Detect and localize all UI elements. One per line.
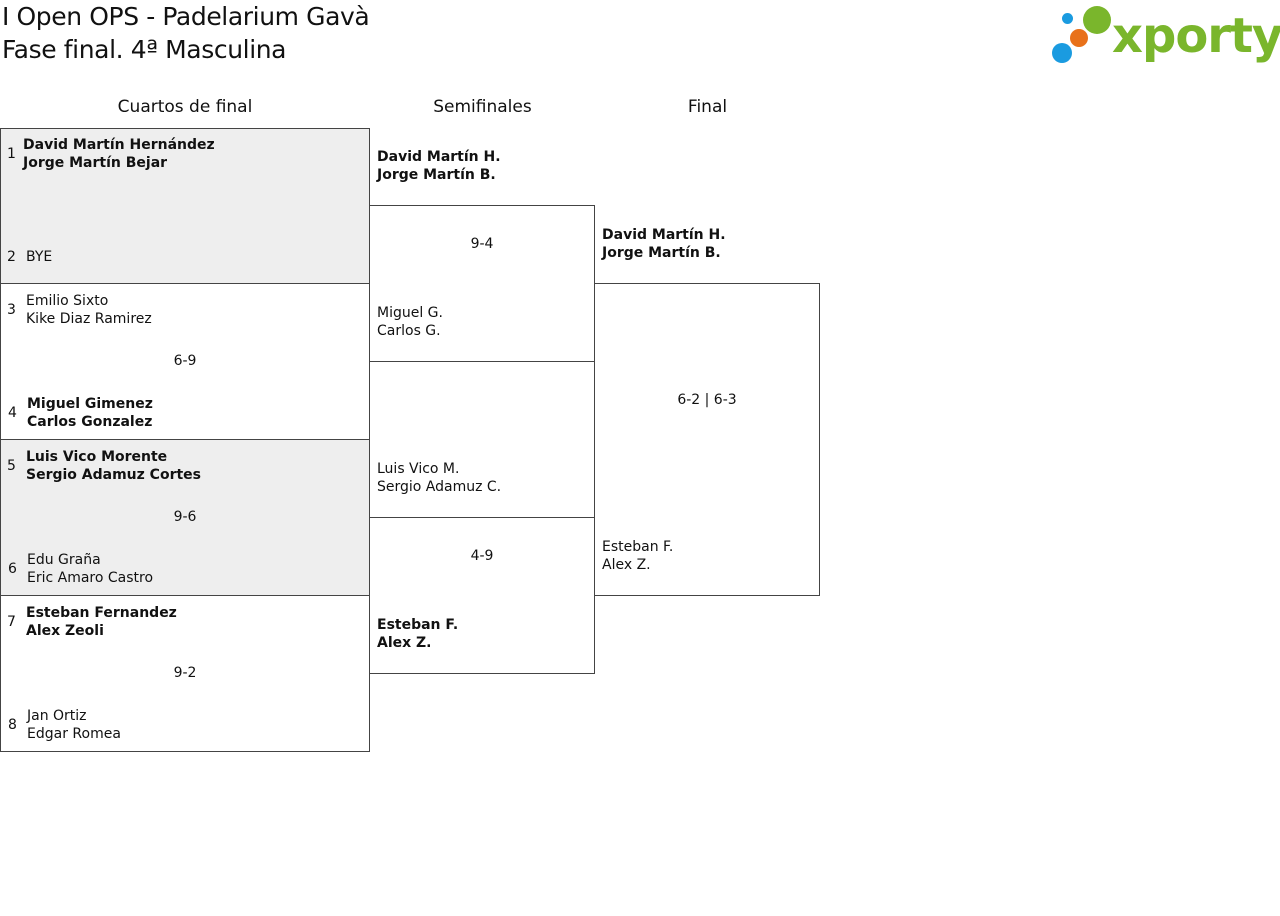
player-name: Sergio Adamuz Cortes [26,467,201,483]
final-score: 6-2 | 6-3 [677,392,737,408]
seed-number: 3 [7,302,16,318]
match-score: 9-4 [470,236,494,252]
player-name: David Martín H. [377,149,501,165]
match-score: 9-2 [173,665,197,681]
tournament-title: I Open OPS - Padelarium Gavà [2,2,370,31]
player-name: Alex Z. [602,557,651,573]
team-entry[interactable]: Miguel G. Carlos G. [377,304,443,340]
team-entry[interactable]: Jan Ortiz Edgar Romea [27,707,121,743]
player-name: Jorge Martín B. [377,167,496,183]
player-name: Alex Zeoli [26,623,104,639]
round-heading-final: Final [687,97,728,117]
player-name: Edgar Romea [27,726,121,742]
quarterfinal-match-1[interactable] [0,128,370,284]
player-name: Luis Vico M. [377,461,460,477]
team-entry-winner[interactable]: Luis Vico Morente Sergio Adamuz Cortes [26,448,201,484]
seed-number: 7 [7,614,16,630]
player-name: Luis Vico Morente [26,449,168,465]
seed-number: 5 [7,458,16,474]
player-name: Esteban F. [377,617,459,633]
logo-dot-blue-small-icon [1062,13,1073,24]
team-entry[interactable]: Esteban F. Alex Z. [602,538,673,574]
player-name: David Martín H. [602,227,726,243]
team-entry-winner[interactable]: David Martín H. Jorge Martín B. [377,148,501,184]
team-entry-winner[interactable]: David Martín H. Jorge Martín B. [602,226,726,262]
seed-number: 4 [8,405,17,421]
team-entry-winner[interactable]: Miguel Gimenez Carlos Gonzalez [27,395,153,431]
player-name: Emilio Sixto [26,293,109,309]
player-name: Carlos G. [377,323,441,339]
match-score: 9-6 [173,509,197,525]
quarterfinal-match-3[interactable] [0,439,370,596]
player-name: Esteban F. [602,539,674,555]
logo-text: xporty [1112,8,1280,64]
player-name: BYE [26,249,53,265]
seed-number: 6 [8,561,17,577]
match-score: 4-9 [470,548,494,564]
team-entry-winner[interactable]: David Martín Hernández Jorge Martín Beja… [23,136,215,172]
team-entry-winner[interactable]: Esteban F. Alex Z. [377,616,458,652]
final-match[interactable] [594,283,820,596]
player-name: Miguel Gimenez [27,396,153,412]
round-heading-quarterfinals: Cuartos de final [117,97,253,117]
player-name: Edu Graña [27,552,101,568]
seed-number: 2 [7,249,16,265]
xporty-logo[interactable]: xporty [1050,4,1280,68]
player-name: Carlos Gonzalez [27,414,153,430]
player-name: David Martín Hernández [23,137,215,153]
player-name: Sergio Adamuz C. [377,479,502,495]
player-name: Jorge Martín B. [602,245,721,261]
team-entry[interactable]: Edu Graña Eric Amaro Castro [27,551,153,587]
seed-number: 8 [8,717,17,733]
player-name: Jorge Martín Bejar [23,155,168,171]
match-score: 6-9 [173,353,197,369]
player-name: Eric Amaro Castro [27,570,154,586]
player-name: Alex Z. [377,635,432,651]
team-entry-winner[interactable]: Esteban Fernandez Alex Zeoli [26,604,177,640]
phase-title: Fase final. 4ª Masculina [2,35,287,64]
round-heading-semifinals: Semifinales [433,97,532,117]
logo-dot-blue-icon [1052,43,1072,63]
logo-dot-green-icon [1083,6,1111,34]
team-entry[interactable]: Luis Vico M. Sergio Adamuz C. [377,460,501,496]
player-name: Miguel G. [377,305,443,321]
team-entry[interactable]: BYE [26,248,52,266]
seed-number: 1 [7,146,16,162]
player-name: Jan Ortiz [27,708,87,724]
player-name: Esteban Fernandez [26,605,177,621]
team-entry[interactable]: Emilio Sixto Kike Diaz Ramirez [26,292,152,328]
player-name: Kike Diaz Ramirez [26,311,152,327]
logo-dot-orange-icon [1070,29,1088,47]
